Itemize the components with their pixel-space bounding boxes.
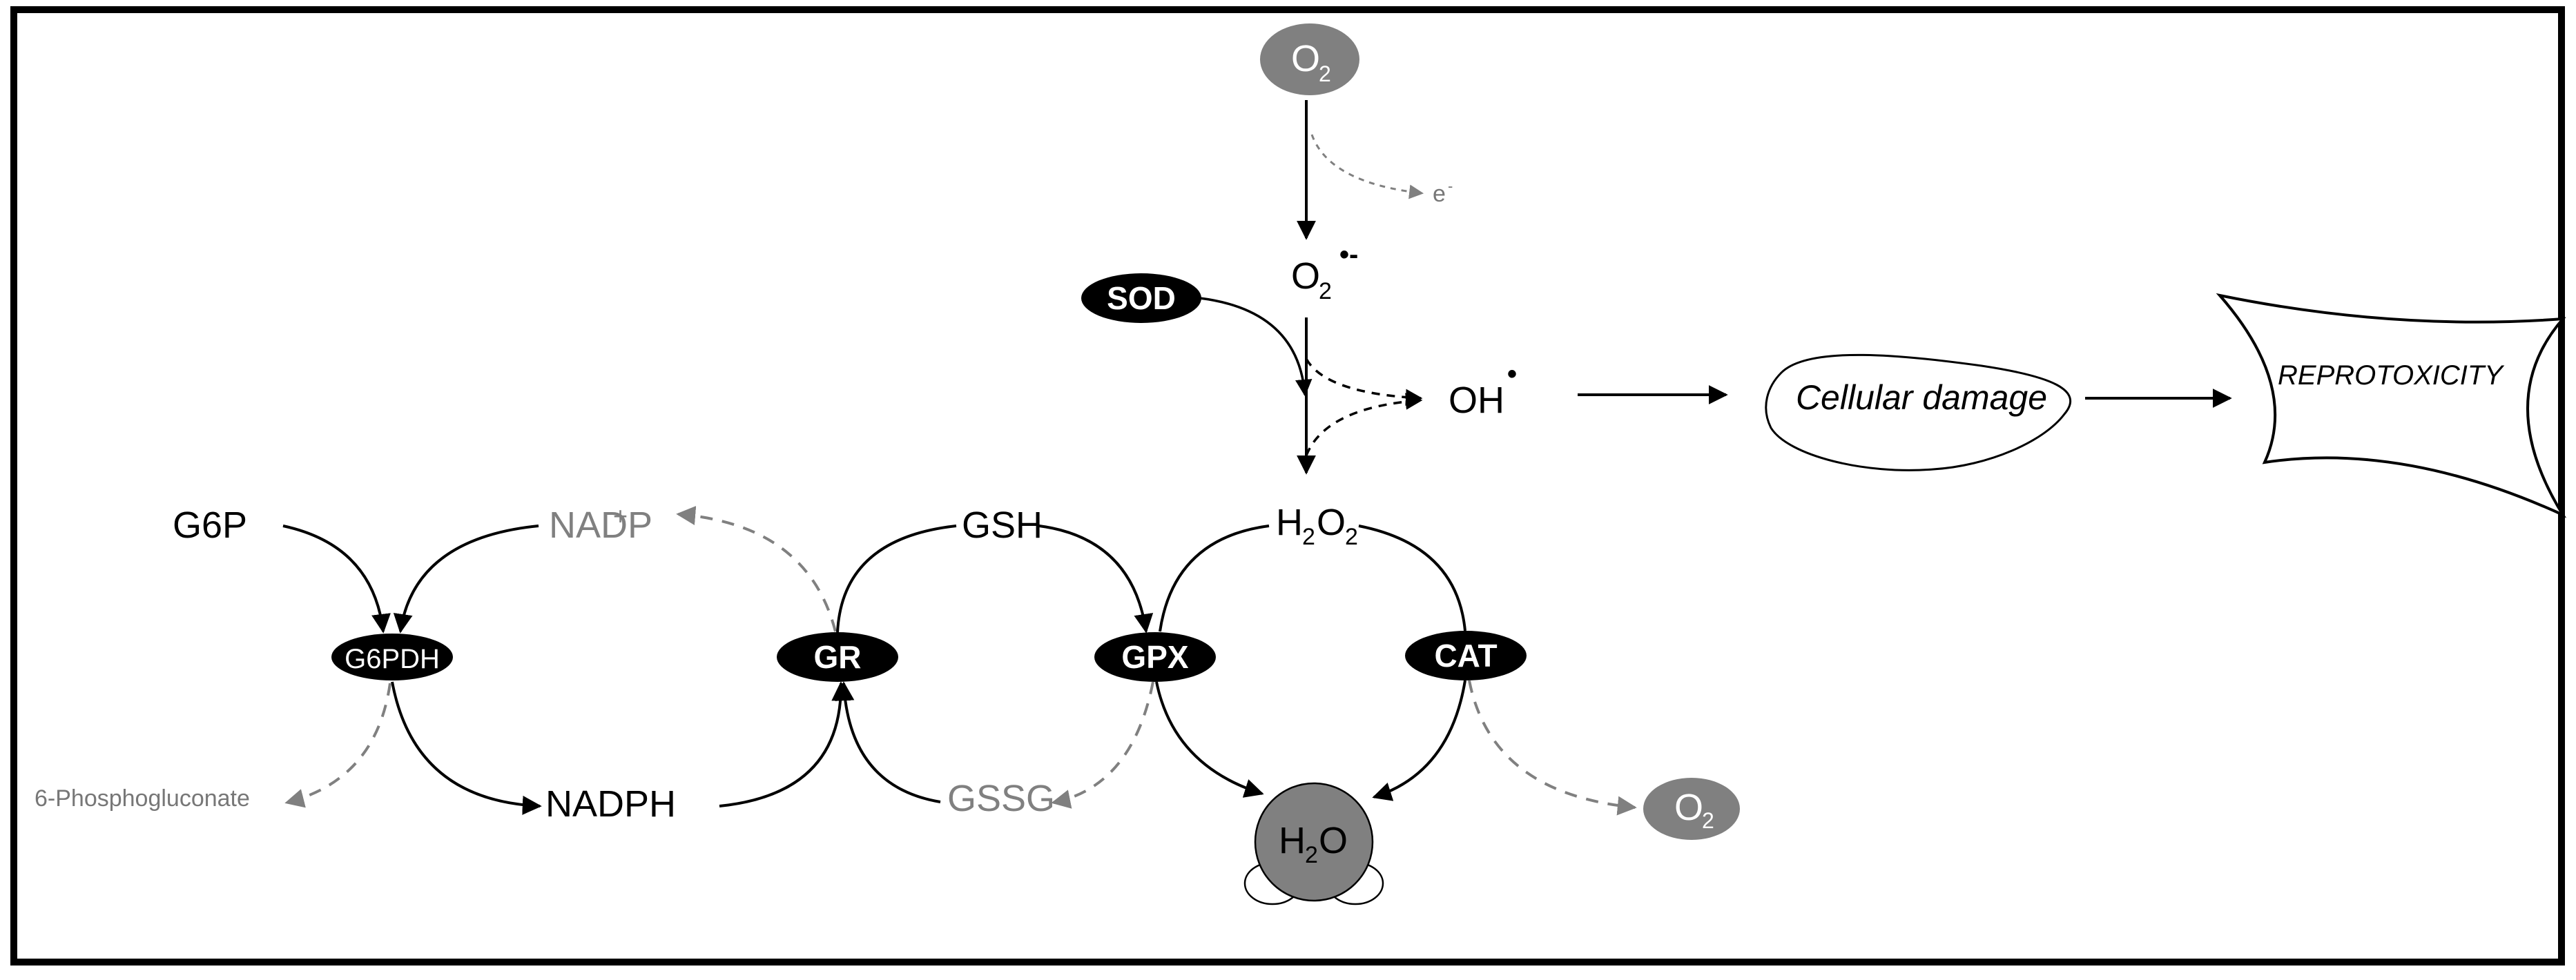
arrow-cat-to-o2 [1468, 680, 1637, 816]
arrow-cat-to-h2o [1372, 680, 1466, 801]
o2-bottom-subscript: 2 [1702, 808, 1714, 833]
enzyme-sod: SOD [1081, 273, 1201, 323]
superoxide-label: O [1291, 255, 1320, 297]
arrow-h2o2-to-cat [1358, 525, 1466, 631]
o2-bottom-label: O [1674, 787, 1703, 828]
enzyme-gpx: GPX [1094, 632, 1216, 682]
arrow-nadp-to-g6pdh [393, 525, 539, 634]
arrow-gr-to-nadp-plus [676, 506, 837, 632]
arrow-gsh-to-gpx [1038, 525, 1154, 634]
arrow-superoxide-to-hydroxyl [1305, 358, 1423, 406]
cellular-damage-label: Cellular damage [1796, 378, 2047, 417]
electron-label: e [1433, 181, 1446, 207]
electron-superscript: - [1448, 177, 1453, 195]
h2o2-label-o: O [1317, 502, 1346, 543]
arrow-gpx-to-gssg [1051, 681, 1154, 809]
reprotoxicity-shape: REPROTOXICITY [2216, 293, 2567, 518]
arrow-gpx-to-h2o [1155, 681, 1264, 798]
h2o2-subscript-1: 2 [1302, 524, 1315, 550]
h2o2-label-h: H [1276, 502, 1303, 543]
outer-border [10, 6, 2565, 966]
cellular-damage-shape: Cellular damage [1765, 353, 2072, 471]
superoxide-subscript: 2 [1319, 278, 1332, 304]
arrow-h2o2-to-gpx [1159, 525, 1270, 632]
phosphogluconate-label: 6-Phosphogluconate [35, 785, 250, 812]
nadp-plus-superscript: + [613, 502, 628, 530]
h2o-molecule: H 2 O [1243, 782, 1384, 905]
enzyme-gpx-label: GPX [1121, 639, 1188, 675]
arrow-h2o2-to-hydroxyl [1305, 393, 1423, 456]
reprotoxicity-label: REPROTOXICITY [2278, 360, 2505, 391]
arrow-g6pdh-to-phosphogluconate [284, 683, 391, 808]
enzyme-cat: CAT [1405, 631, 1527, 680]
h2o-label-o: O [1319, 820, 1348, 861]
o2-top-label: O [1291, 38, 1320, 79]
nadp-plus-label: NADP [549, 504, 652, 546]
o2-top-subscript: 2 [1319, 61, 1331, 86]
arrow-g6pdh-to-nadph [391, 681, 542, 815]
h2o-label-h: H [1279, 820, 1306, 861]
h2o-subscript: 2 [1305, 842, 1318, 868]
o2-bottom-bubble: O 2 [1643, 778, 1740, 840]
gssg-label: GSSG [947, 778, 1055, 819]
arrow-g6p-to-g6pdh [282, 525, 391, 634]
arrow-sod-catalysis [1199, 297, 1313, 397]
arrow-electron-loss [1310, 134, 1424, 199]
enzyme-gr-label: GR [814, 639, 862, 675]
superoxide-superscript: •- [1339, 239, 1358, 270]
hydroxyl-superscript: • [1507, 359, 1517, 389]
o2-top-bubble: O 2 [1260, 23, 1359, 95]
g6p-label: G6P [173, 504, 247, 546]
hydroxyl-label: OH [1449, 380, 1504, 421]
gsh-label: GSH [962, 504, 1043, 546]
arrow-gr-to-gsh [836, 525, 957, 633]
enzyme-g6pdh: G6PDH [331, 634, 453, 680]
enzyme-cat-label: CAT [1434, 638, 1497, 674]
h2o2-subscript-2: 2 [1345, 524, 1358, 550]
arrow-gssg-to-gr [835, 681, 941, 803]
nadph-label: NADPH [545, 783, 676, 825]
enzyme-sod-label: SOD [1107, 280, 1176, 316]
enzyme-g6pdh-label: G6PDH [345, 644, 440, 674]
arrow-nadph-to-gr [719, 681, 851, 807]
enzyme-gr: GR [777, 632, 898, 682]
